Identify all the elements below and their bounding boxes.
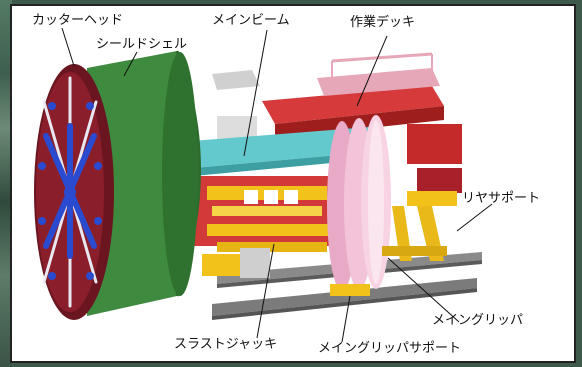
label-rear-support: リヤサポート [462,191,541,206]
background-photo-edge [0,0,12,367]
label-main-gripper-support: メイングリッパサポート [318,341,462,356]
work-deck [212,52,462,193]
rear-support [382,191,457,261]
tbm-illustration [34,27,493,343]
label-shield-shell: シールドシェル [96,37,188,52]
main-gripper [327,115,391,296]
label-cutter-head: カッターヘッド [32,13,124,28]
label-main-beam: メインビーム [212,13,290,28]
leader-lines [61,27,493,343]
thrust-assembly [192,176,342,278]
label-work-deck: 作業デッキ [350,15,416,30]
label-main-gripper: メイングリッパ [432,313,524,328]
shield-shell [87,50,201,316]
cutter-head [34,64,114,320]
label-thrust-jack: スラストジャッキ [174,337,278,352]
diagram-frame: カッターヘッド シールドシェル メインビーム 作業デッキ リヤサポート メイング… [10,4,576,363]
